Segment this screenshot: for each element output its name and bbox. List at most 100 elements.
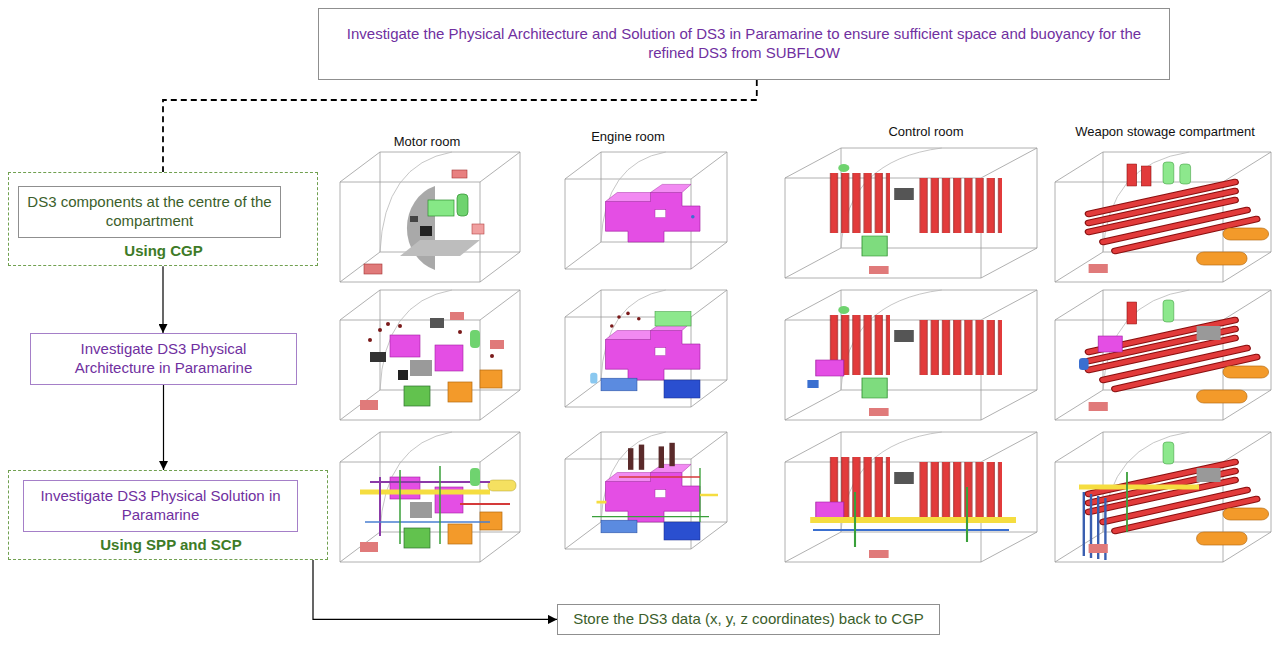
motor-room-solution bbox=[340, 432, 520, 562]
illustration-part bbox=[659, 446, 664, 468]
illustration-part bbox=[1079, 485, 1199, 490]
illustration-part bbox=[565, 290, 727, 407]
illustration-part bbox=[1163, 162, 1174, 184]
illustration-part bbox=[1079, 358, 1089, 370]
illustration-part bbox=[816, 502, 844, 518]
weapon-stowage-solution bbox=[1055, 432, 1271, 562]
illustration-part bbox=[398, 370, 408, 380]
illustration-part bbox=[1223, 228, 1269, 240]
illustration-part bbox=[470, 468, 480, 486]
illustration-part bbox=[340, 290, 520, 420]
illustration-part bbox=[420, 226, 432, 236]
illustration-part bbox=[862, 236, 887, 256]
method-group: Using CGPDS3 components at the centre of… bbox=[8, 172, 318, 266]
illustration-part bbox=[869, 266, 889, 274]
weapon-stowage-centre bbox=[1055, 152, 1271, 282]
illustration-part bbox=[869, 408, 889, 416]
illustration-part bbox=[1055, 432, 1271, 562]
illustration-part bbox=[628, 448, 633, 470]
illustration-part bbox=[619, 476, 700, 477]
method-label: Using CGP bbox=[124, 242, 202, 261]
illustration-part bbox=[1163, 442, 1174, 464]
flow-connector bbox=[298, 506, 557, 620]
illustration-part bbox=[1089, 320, 1257, 389]
illustration-part bbox=[894, 188, 914, 200]
output-box: Store the DS3 data (x, y, z coordinates)… bbox=[557, 604, 940, 635]
flow-connector bbox=[163, 80, 757, 172]
control-room-centre bbox=[785, 148, 1037, 278]
illustration-part bbox=[457, 194, 468, 216]
illustration-part bbox=[1180, 164, 1191, 184]
illustration-part bbox=[458, 330, 462, 334]
illustration-part bbox=[918, 462, 1002, 517]
illustration-part bbox=[637, 317, 641, 321]
engine-room-centre bbox=[565, 152, 727, 269]
illustration-part bbox=[364, 264, 382, 274]
illustration-part bbox=[428, 200, 454, 216]
illustration-part bbox=[785, 432, 1037, 562]
illustration-part bbox=[404, 528, 430, 548]
illustration-part bbox=[398, 324, 402, 328]
illustration-part bbox=[378, 328, 382, 332]
flow-connector bbox=[162, 266, 163, 333]
illustration-part bbox=[448, 524, 472, 544]
motor-room-architecture bbox=[340, 290, 520, 420]
illustration-part bbox=[869, 550, 889, 558]
illustration-part bbox=[1098, 336, 1122, 352]
illustration-part bbox=[862, 378, 887, 398]
box-text: Investigate DS3 Physical Architecture in… bbox=[39, 340, 288, 378]
illustration-part bbox=[460, 503, 510, 505]
illustration-part bbox=[480, 512, 502, 530]
illustration-part bbox=[1089, 462, 1257, 531]
illustration-part bbox=[606, 464, 701, 522]
illustration-part bbox=[664, 380, 700, 398]
illustration-part bbox=[360, 400, 378, 410]
illustration-part bbox=[410, 216, 418, 222]
illustration-part bbox=[785, 290, 1037, 420]
illustration-part bbox=[410, 360, 432, 376]
illustration-part bbox=[918, 178, 1002, 233]
motor-room-centre bbox=[340, 152, 520, 282]
illustration-part bbox=[452, 170, 467, 178]
control-room-architecture bbox=[785, 290, 1037, 420]
illustration-part bbox=[807, 380, 818, 388]
process-box: Investigate DS3 Physical Architecture in… bbox=[30, 333, 297, 385]
illustration-part bbox=[691, 215, 695, 219]
weapon-stowage-architecture bbox=[1055, 290, 1271, 420]
illustration-part bbox=[1089, 544, 1108, 553]
box-text: Investigate DS3 Physical Solution in Par… bbox=[32, 487, 289, 525]
illustration-part bbox=[606, 322, 701, 380]
illustration-part bbox=[601, 520, 637, 533]
illustration-part bbox=[626, 312, 630, 316]
column-heading: Control room bbox=[816, 124, 1036, 140]
illustration-part bbox=[370, 352, 386, 362]
illustration-part bbox=[488, 480, 516, 491]
illustration-part bbox=[601, 378, 637, 391]
illustration-part bbox=[430, 318, 444, 328]
illustration-part bbox=[370, 477, 490, 536]
illustration-part bbox=[410, 502, 432, 518]
illustration-part bbox=[1197, 390, 1247, 403]
illustration-part bbox=[450, 312, 464, 320]
engine-room-solution bbox=[565, 432, 727, 549]
illustration-part bbox=[365, 521, 490, 523]
illustration-part bbox=[340, 432, 520, 562]
illustration-part bbox=[827, 173, 890, 233]
illustration-part bbox=[360, 542, 378, 552]
illustration-part bbox=[1127, 302, 1137, 324]
illustration-part bbox=[592, 468, 709, 522]
illustration-part bbox=[664, 522, 700, 540]
illustration-part bbox=[1089, 182, 1257, 251]
flow-connector bbox=[163, 385, 164, 470]
illustration-part bbox=[918, 320, 1002, 375]
column-heading: Weapon stowage compartment bbox=[1055, 124, 1275, 140]
illustration-part bbox=[386, 322, 390, 326]
method-group: Using SPP and SCPInvestigate DS3 Physica… bbox=[8, 470, 328, 560]
illustration-part bbox=[838, 164, 849, 172]
illustration-part bbox=[1223, 508, 1269, 520]
illustration-part bbox=[1055, 152, 1271, 282]
illustration-part bbox=[1127, 164, 1137, 186]
illustration-part bbox=[610, 324, 614, 328]
illustration-part bbox=[838, 306, 849, 314]
